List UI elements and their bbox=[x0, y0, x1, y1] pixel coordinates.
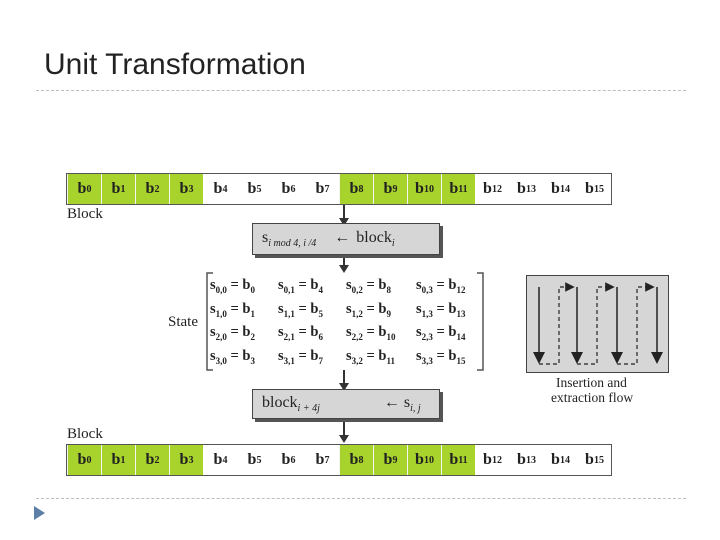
flow-caption-line1: Insertion and bbox=[556, 375, 627, 390]
formula-box-shadow bbox=[255, 255, 443, 258]
arrow-down-icon bbox=[339, 265, 349, 273]
state-entry: s3,3 = b15 bbox=[416, 347, 466, 366]
formula-top: si mod 4, i /4 ←blocki bbox=[262, 229, 395, 250]
block-label-bottom: Block bbox=[67, 426, 103, 442]
state-entry: s1,1 = b5 bbox=[278, 300, 323, 319]
arrow-down-icon bbox=[339, 383, 349, 391]
state-entry: s0,0 = b0 bbox=[210, 277, 255, 295]
formula-box-shadow bbox=[440, 392, 443, 422]
state-entry: s0,1 = b4 bbox=[278, 277, 323, 295]
formula-bottom: blocki + 4j ←si, j bbox=[262, 394, 421, 415]
arrow-line bbox=[343, 422, 345, 436]
arrow-line bbox=[343, 205, 345, 220]
formula-box-bottom bbox=[252, 389, 440, 419]
state-entry: s1,3 = b13 bbox=[416, 300, 466, 319]
arrow-left-icon: ← bbox=[334, 229, 351, 246]
formula-box-top bbox=[252, 223, 440, 255]
state-entry: s2,0 = b2 bbox=[210, 324, 255, 342]
state-entry: s3,2 = b11 bbox=[346, 347, 395, 366]
state-entry: s2,2 = b10 bbox=[346, 324, 396, 342]
flow-caption-line2: extraction flow bbox=[551, 390, 634, 405]
title-divider bbox=[36, 90, 686, 91]
arrow-down-icon bbox=[339, 218, 349, 226]
state-entry: s2,1 = b6 bbox=[278, 324, 323, 342]
formula-box-shadow bbox=[255, 419, 443, 422]
state-entry: s0,3 = b12 bbox=[416, 277, 466, 295]
arrow-down-icon bbox=[339, 435, 349, 443]
state-entry: s3,0 = b3 bbox=[210, 347, 255, 366]
bullet-arrow-icon bbox=[34, 506, 45, 520]
arrow-line bbox=[343, 370, 345, 383]
state-entry: s3,1 = b7 bbox=[278, 347, 323, 366]
block-label-top: Block bbox=[67, 206, 103, 222]
footer-divider bbox=[36, 498, 686, 499]
state-entry: s2,3 = b14 bbox=[416, 324, 466, 342]
state-matrix: s0,0 = b0 s0,1 = b4 s0,2 = b8 s0,3 = b12 s1,… bbox=[210, 274, 482, 368]
state-entry: s1,2 = b9 bbox=[346, 300, 391, 319]
formula-box-shadow bbox=[440, 226, 443, 258]
state-label: State bbox=[168, 314, 198, 330]
arrow-left-icon: ← bbox=[383, 394, 400, 411]
state-entry: s0,2 = b8 bbox=[346, 277, 391, 295]
slide-title: Unit Transformation bbox=[44, 48, 306, 81]
state-entry: s1,0 = b1 bbox=[210, 300, 255, 319]
arrow-line bbox=[343, 258, 345, 266]
